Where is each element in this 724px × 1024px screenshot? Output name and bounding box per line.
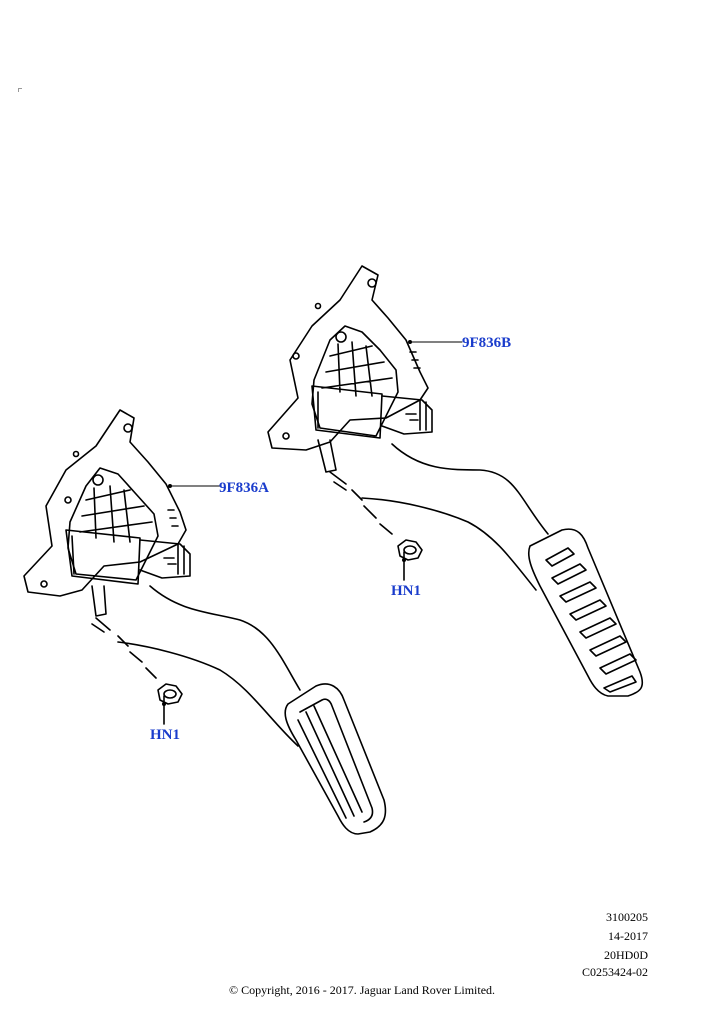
pedal-assembly-b[interactable] [267,265,644,697]
ref-number: 3100205 [606,910,648,924]
callout-hn1-b[interactable]: HN1 [391,583,421,599]
pedal-assembly-a[interactable] [23,409,387,835]
callout-hn1-a[interactable]: HN1 [150,727,180,743]
corner-mark [18,88,22,92]
callout-9f836a[interactable]: 9F836A [219,480,269,496]
nut-hn1-a[interactable] [95,617,183,725]
leader-dot-nut-b [402,558,406,562]
copyright-notice: © Copyright, 2016 - 2017. Jaguar Land Ro… [228,983,496,997]
leader-dot-nut-a [162,702,166,706]
diagram-date: 14-2017 [608,929,648,943]
diagram-code: 20HD0D [604,948,648,962]
leader-lines [162,340,463,706]
image-code: C0253424-02 [582,965,648,979]
nut-hn1-b[interactable] [329,471,423,581]
callout-9f836b[interactable]: 9F836B [462,335,512,351]
